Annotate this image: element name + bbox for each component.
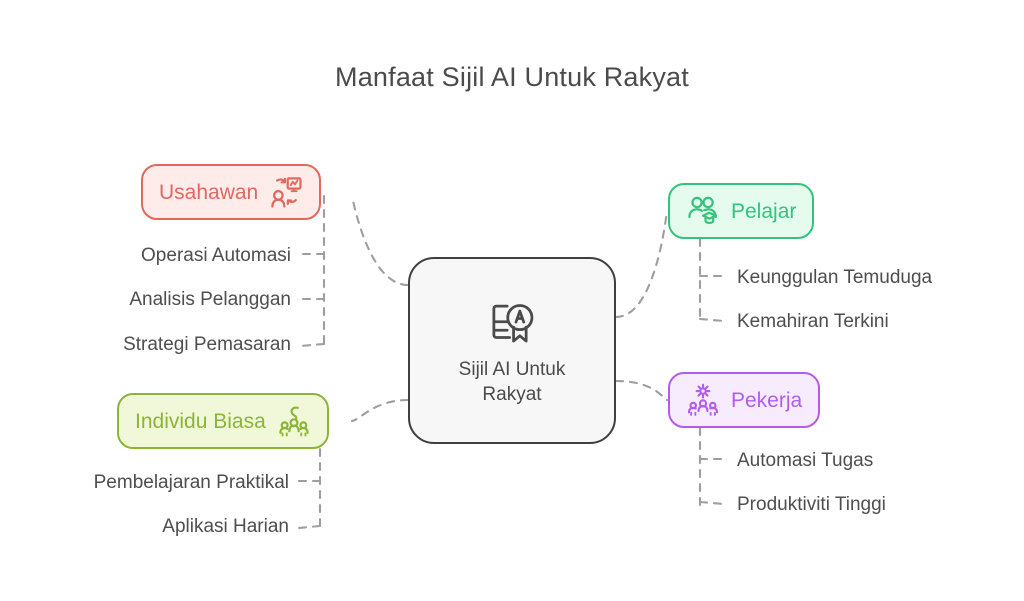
branch-label-pelajar: Pelajar bbox=[731, 199, 797, 223]
connector-central-pelajar bbox=[614, 209, 669, 319]
community-people-icon bbox=[279, 406, 309, 437]
leaf-item-operasi-automasi[interactable]: Operasi Automasi bbox=[141, 245, 291, 266]
branch-node-usahawan[interactable]: Usahawan bbox=[141, 164, 322, 220]
connector-individu-leaf-1 bbox=[296, 524, 322, 530]
page-title: Manfaat Sijil AI Untuk Rakyat bbox=[335, 62, 689, 92]
connector-central-usahawan bbox=[350, 194, 410, 287]
connector-usahawan-leaf-2 bbox=[298, 342, 326, 348]
leaf-item-automasi-tugas[interactable]: Automasi Tugas bbox=[737, 450, 874, 471]
connector-pekerja-leaf-1 bbox=[698, 500, 726, 506]
central-node-label: Sijil AI Untuk Rakyat bbox=[458, 358, 566, 405]
leaf-item-analisis-pelanggan[interactable]: Analisis Pelanggan bbox=[129, 289, 291, 310]
leaf-item-strategi-pemasaran[interactable]: Strategi Pemasaran bbox=[123, 334, 291, 355]
leaf-item-produktiviti-tinggi[interactable]: Produktiviti Tinggi bbox=[737, 494, 886, 515]
leaf-item-kemahiran-terkini[interactable]: Kemahiran Terkini bbox=[737, 311, 889, 332]
branch-node-pekerja[interactable]: Pekerja bbox=[668, 372, 821, 428]
branch-label-usahawan: Usahawan bbox=[159, 180, 259, 204]
leaf-item-pembelajaran-praktikal[interactable]: Pembelajaran Praktikal bbox=[93, 472, 289, 493]
branch-label-individu-biasa: Individu Biasa bbox=[135, 409, 266, 433]
branch-node-pelajar[interactable]: Pelajar bbox=[668, 183, 815, 239]
students-graduation-icon bbox=[688, 196, 717, 225]
workers-gear-icon bbox=[687, 383, 719, 416]
leaf-item-keunggulan-temuduga[interactable]: Keunggulan Temuduga bbox=[737, 267, 933, 288]
entrepreneur-process-icon bbox=[271, 177, 302, 208]
branch-label-pekerja: Pekerja bbox=[731, 388, 803, 412]
certificate-award-icon bbox=[492, 303, 534, 343]
connector-central-individu bbox=[350, 398, 410, 423]
branch-node-individu-biasa[interactable]: Individu Biasa bbox=[117, 393, 329, 449]
connector-central-pekerja bbox=[614, 379, 669, 402]
connector-pelajar-leaf-1 bbox=[698, 317, 726, 323]
leaf-item-aplikasi-harian[interactable]: Aplikasi Harian bbox=[162, 516, 289, 537]
central-node[interactable]: Sijil AI Untuk Rakyat bbox=[408, 257, 616, 444]
